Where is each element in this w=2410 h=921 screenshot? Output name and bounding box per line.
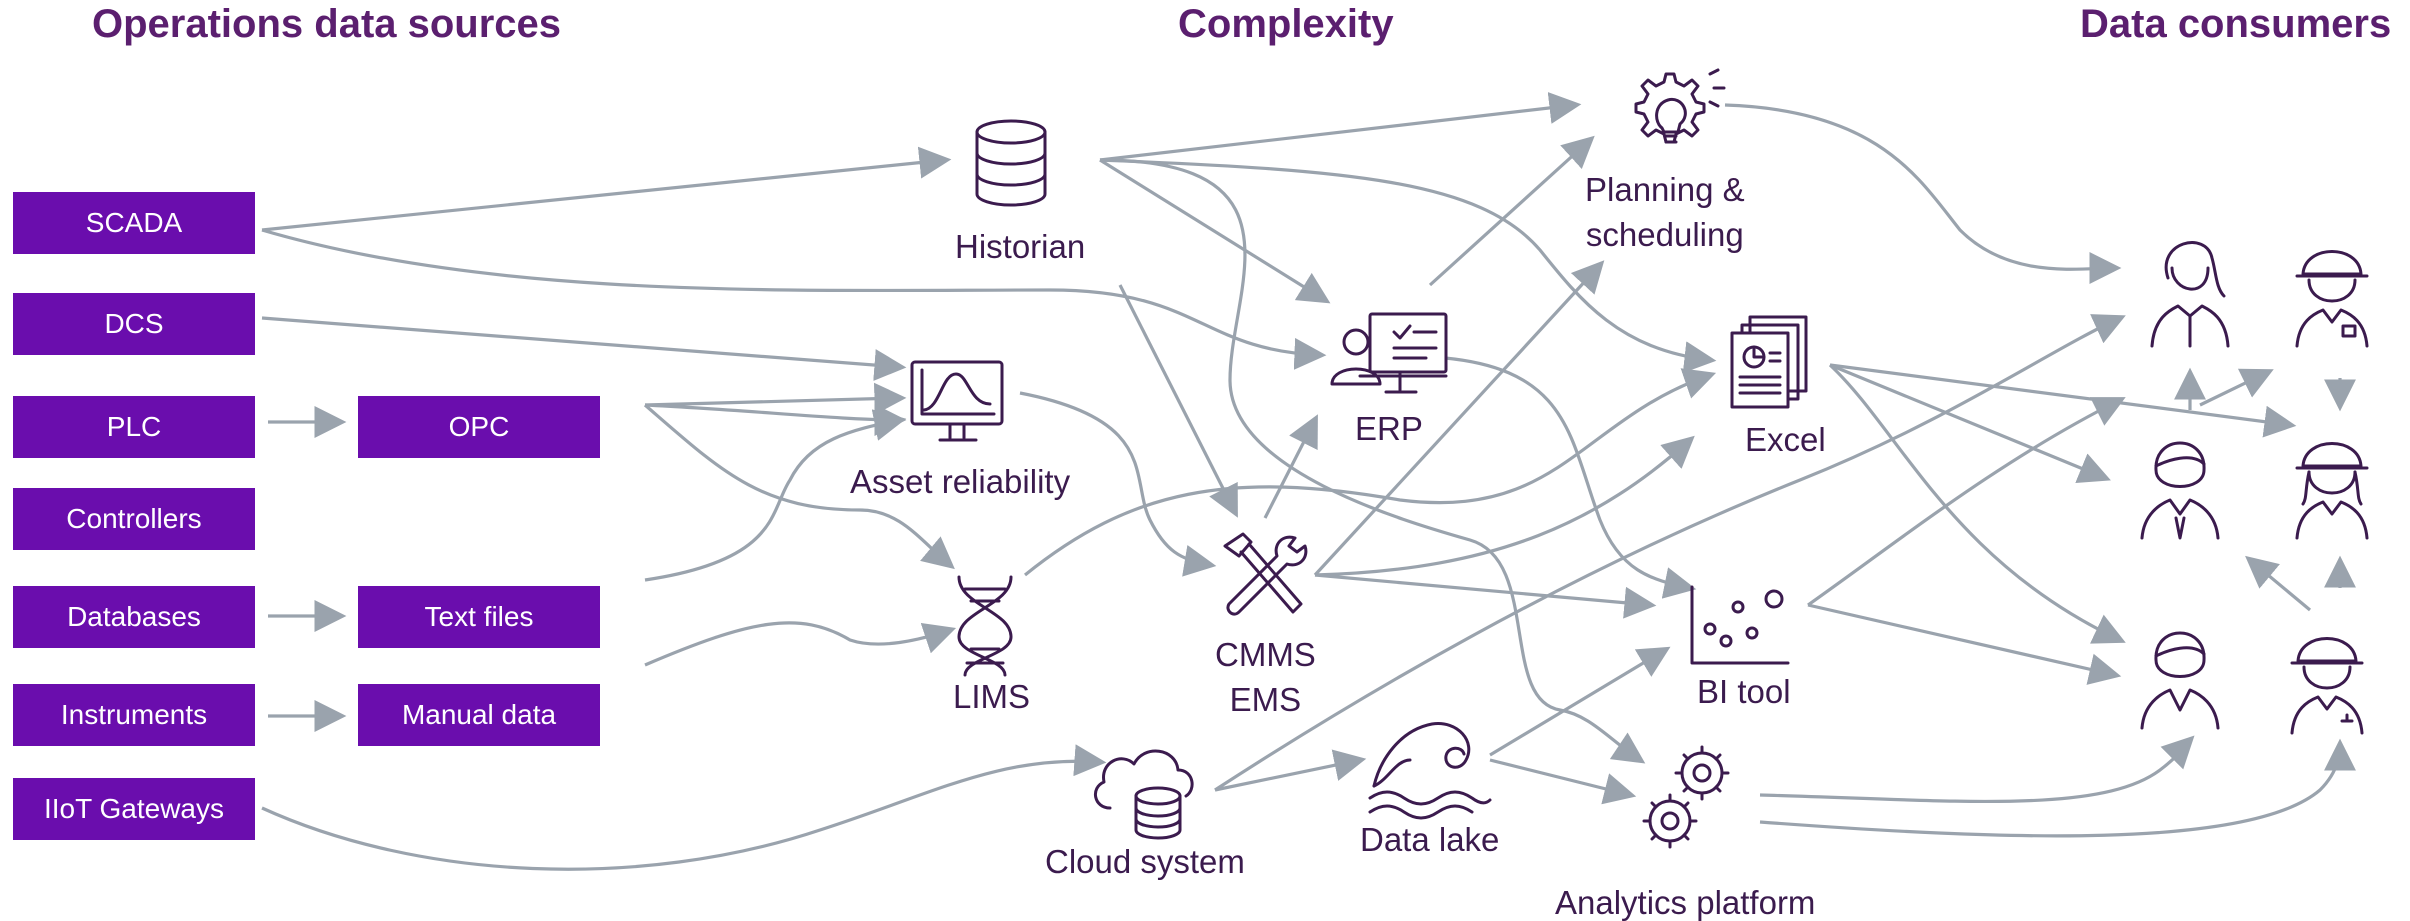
source-iiot-gateways: IIoT Gateways <box>13 778 255 840</box>
arrow-opc-asset1 <box>644 382 907 415</box>
arrow-historian-planning <box>1099 92 1582 162</box>
label-historian: Historian <box>955 228 1086 265</box>
arrow-erp-planning <box>1428 135 1595 287</box>
woman-user-icon <box>2150 241 2230 348</box>
source-plc: PLC <box>13 396 255 458</box>
arrow-analytics-consumer-1 <box>1759 735 2195 804</box>
source-controllers: Controllers <box>13 488 255 550</box>
arrow-asset-cmms <box>1019 391 1217 577</box>
arrow-bi-consumer-low <box>1807 603 2122 685</box>
label-bi-tool: BI tool <box>1697 673 1791 710</box>
arrow-scada-erp <box>261 228 1327 370</box>
label-cloud-system: Cloud system <box>1045 843 1245 880</box>
heading-complexity: Complexity <box>1178 2 1394 46</box>
arrow-consumer-diag2 <box>2245 555 2312 612</box>
label-planning-line1: Planning & <box>1585 171 1745 208</box>
source-instruments: Instruments <box>13 684 255 746</box>
female-engineer-user-icon <box>2295 442 2369 540</box>
monitor-chart-icon <box>910 360 1004 442</box>
arrow-cmms-planning <box>1313 260 1605 577</box>
arrow-erp-bi <box>1444 356 1697 599</box>
arrow-historian-erp <box>1099 158 1331 304</box>
arrow-lims-excel <box>1023 368 1717 577</box>
label-erp: ERP <box>1355 410 1423 447</box>
database-icon <box>975 119 1047 207</box>
presenter-icon <box>1330 312 1448 394</box>
arrow-historian-analytics <box>1099 158 1646 764</box>
engineer-user-icon <box>2295 250 2369 348</box>
gear-lightbulb-icon <box>1634 68 1726 144</box>
label-cmms-line1: CMMS <box>1215 636 1316 673</box>
arrow-cloud-datalake <box>1214 749 1367 792</box>
label-data-lake: Data lake <box>1360 821 1500 858</box>
arrow-datalake-analytics <box>1489 758 1637 805</box>
arrow-bi-consumer-top <box>1807 397 2126 607</box>
arrow-historian-cmms <box>1118 284 1238 518</box>
arrow-iiot-cloud <box>261 744 1107 871</box>
arrow-consumer-diag <box>2199 368 2274 407</box>
cloud-database-icon <box>1094 749 1194 840</box>
arrow-excel-consumer-low <box>1828 363 2126 644</box>
label-excel: Excel <box>1745 421 1826 458</box>
arrow-manual-lims <box>644 621 957 667</box>
tools-icon <box>1223 532 1308 616</box>
arrow-analytics-consumer-2 <box>1759 738 2356 838</box>
arrow-scada-historian <box>261 146 952 232</box>
source-scada: SCADA <box>13 192 255 254</box>
source-manual-data: Manual data <box>358 684 600 746</box>
label-planning-line2: scheduling <box>1585 215 1744 253</box>
label-lims: LIMS <box>953 678 1031 715</box>
arrow-textfiles-asset <box>644 409 907 582</box>
dna-icon <box>957 575 1013 677</box>
arrow-cloud-consumer-top <box>1214 314 2126 792</box>
arrow-datalake-bi <box>1489 646 1671 757</box>
engineer-user-icon-lower <box>2290 637 2364 735</box>
man-user-icon-lower <box>2140 631 2220 730</box>
label-cmms: CMMS EMS <box>1215 633 1316 722</box>
arrow-cmms-bi <box>1314 573 1657 619</box>
label-planning: Planning & scheduling <box>1585 168 1745 257</box>
arrow-planning-consumer <box>1724 103 2122 285</box>
gears-icon <box>1642 745 1730 849</box>
scatter-chart-icon <box>1690 585 1790 665</box>
label-asset-reliability: Asset reliability <box>850 463 1071 500</box>
man-user-icon <box>2140 441 2220 540</box>
source-dcs: DCS <box>13 293 255 355</box>
wave-icon <box>1368 722 1492 820</box>
heading-consumers: Data consumers <box>2080 2 2392 46</box>
arrow-cmms-erp <box>1263 414 1318 519</box>
label-cmms-line2: EMS <box>1229 680 1302 718</box>
source-opc: OPC <box>358 396 600 458</box>
source-text-files: Text files <box>358 586 600 648</box>
arrow-excel-consumer-mid <box>1829 363 2111 484</box>
arrow-historian-excel <box>1099 158 1717 374</box>
source-databases: Databases <box>13 586 255 648</box>
label-analytics-platform: Analytics platform <box>1555 884 1816 921</box>
heading-sources: Operations data sources <box>92 2 562 46</box>
arrow-dcs-asset <box>261 316 907 381</box>
arrow-cmms-excel <box>1314 435 1695 577</box>
arrow-opc-lims <box>643 403 955 570</box>
arrow-excel-engineer <box>1829 363 2297 438</box>
excel-document-icon <box>1730 315 1808 409</box>
